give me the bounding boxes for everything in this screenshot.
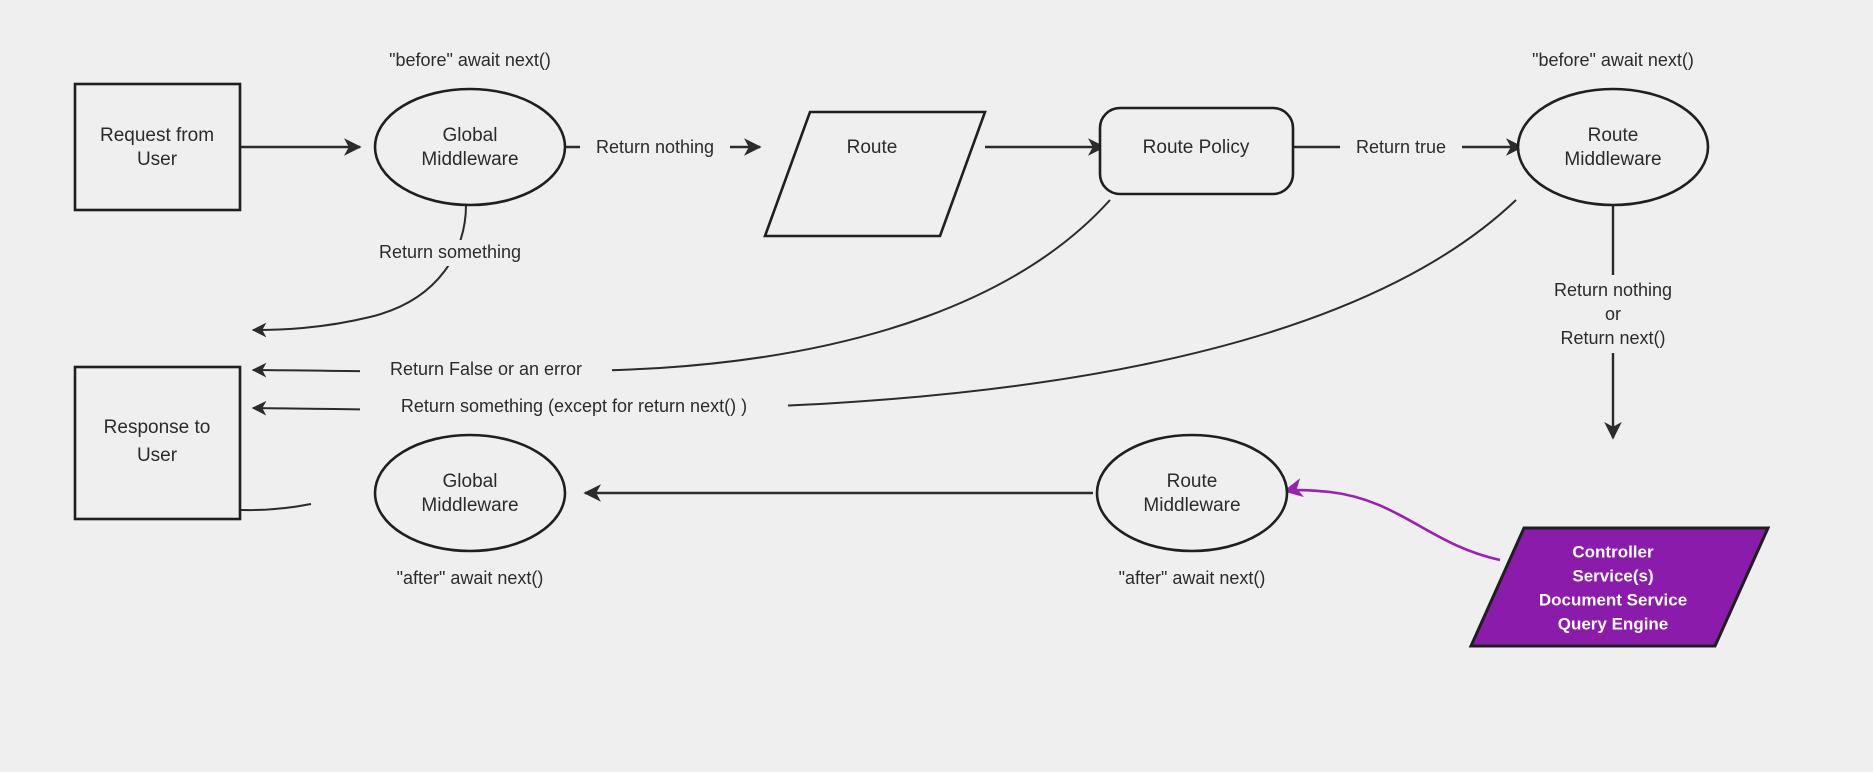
global-middleware-bottom-label-line1: Global: [443, 471, 498, 492]
global-middleware-top-label-line1: Global: [443, 125, 498, 146]
controller-services-parallelogram: [1468, 526, 1771, 648]
controller-services-label-line2: Service(s): [1572, 566, 1653, 585]
edge-route-policy-to-response-return-false: [251, 199, 1111, 378]
response-to-user-label-line2: User: [137, 445, 178, 466]
global-middleware-bottom-label-line2: Middleware: [421, 495, 518, 516]
route-policy-box: [1098, 106, 1295, 196]
global-middleware-bottom-ellipse: [373, 433, 567, 553]
route-middleware-bottom-label-line1: Route: [1167, 471, 1218, 492]
edge-label-return-true: Return true: [1340, 134, 1462, 160]
route-middleware-top-ellipse: [1516, 87, 1710, 207]
return-false-or-error-label: Return False or an error: [390, 359, 582, 379]
request-from-user-label-line2: User: [137, 149, 178, 170]
return-something-label-bg: [360, 240, 540, 266]
request-from-user-box: [73, 82, 242, 212]
node-route-middleware-top[interactable]: Route Middleware: [1516, 87, 1710, 207]
node-route-middleware-bottom[interactable]: Route Middleware: [1095, 433, 1289, 553]
global-middleware-top-ellipse: [373, 87, 567, 207]
return-nothing-label-bg: [580, 134, 730, 160]
return-nothing-or-next-label-bg: [1528, 275, 1700, 353]
edge-controller-to-route-middleware-bottom: [1283, 478, 1501, 562]
node-global-middleware-bottom[interactable]: Global Middleware: [373, 433, 567, 553]
return-nothing-or-next-label-line1: Return nothing: [1554, 280, 1672, 300]
route-policy-label: Route Policy: [1143, 137, 1250, 158]
return-true-label-bg: [1340, 134, 1462, 160]
edge-label-return-something-except: Return something (except for return next…: [360, 394, 788, 420]
return-false-or-error-label-bg: [360, 357, 612, 383]
node-request-from-user[interactable]: Request from User: [73, 82, 242, 212]
route-middleware-bottom-label-line2: Middleware: [1143, 495, 1240, 516]
node-route-policy[interactable]: Route Policy: [1098, 106, 1295, 196]
request-from-user-label-line1: Request from: [100, 125, 214, 146]
controller-services-label-line1: Controller: [1572, 542, 1654, 561]
controller-services-label-line4: Query Engine: [1558, 614, 1669, 633]
response-to-user-label-line1: Response to: [104, 417, 211, 438]
edge-label-return-something: Return something: [360, 240, 540, 266]
annotation-before-route-middleware: "before" await next(): [1532, 50, 1694, 70]
route-parallelogram: [763, 110, 987, 238]
annotation-after-route-middleware: "after" await next(): [1119, 568, 1266, 588]
return-something-except-label-bg: [360, 394, 788, 420]
return-something-except-label: Return something (except for return next…: [401, 396, 747, 416]
return-something-label: Return something: [379, 242, 521, 262]
route-label: Route: [847, 137, 898, 158]
return-true-label: Return true: [1356, 137, 1446, 157]
annotation-after-global-middleware: "after" await next(): [397, 568, 544, 588]
node-response-to-user[interactable]: Response to User: [73, 365, 242, 521]
controller-services-label-line3: Document Service: [1539, 590, 1687, 609]
annotation-before-global-middleware: "before" await next(): [389, 50, 551, 70]
edge-label-return-nothing-or-next: Return nothing or Return next(): [1528, 275, 1700, 353]
node-global-middleware-top[interactable]: Global Middleware: [373, 87, 567, 207]
global-middleware-top-label-line2: Middleware: [421, 149, 518, 170]
route-middleware-top-label-line2: Middleware: [1564, 149, 1661, 170]
edge-global-middleware-to-response-return-something: [251, 204, 467, 338]
edge-label-return-nothing: Return nothing: [580, 134, 730, 160]
return-nothing-or-next-label-line3: Return next(): [1560, 328, 1665, 348]
return-nothing-or-next-label-line2: or: [1605, 304, 1621, 324]
edge-label-return-false-or-error: Return False or an error: [360, 357, 612, 383]
response-to-user-box: [73, 365, 242, 521]
return-nothing-label: Return nothing: [596, 137, 714, 157]
route-middleware-bottom-ellipse: [1095, 433, 1289, 553]
node-route[interactable]: Route: [763, 110, 987, 238]
route-middleware-top-label-line1: Route: [1588, 125, 1639, 146]
node-controller-services[interactable]: Controller Service(s) Document Service Q…: [1468, 526, 1771, 648]
